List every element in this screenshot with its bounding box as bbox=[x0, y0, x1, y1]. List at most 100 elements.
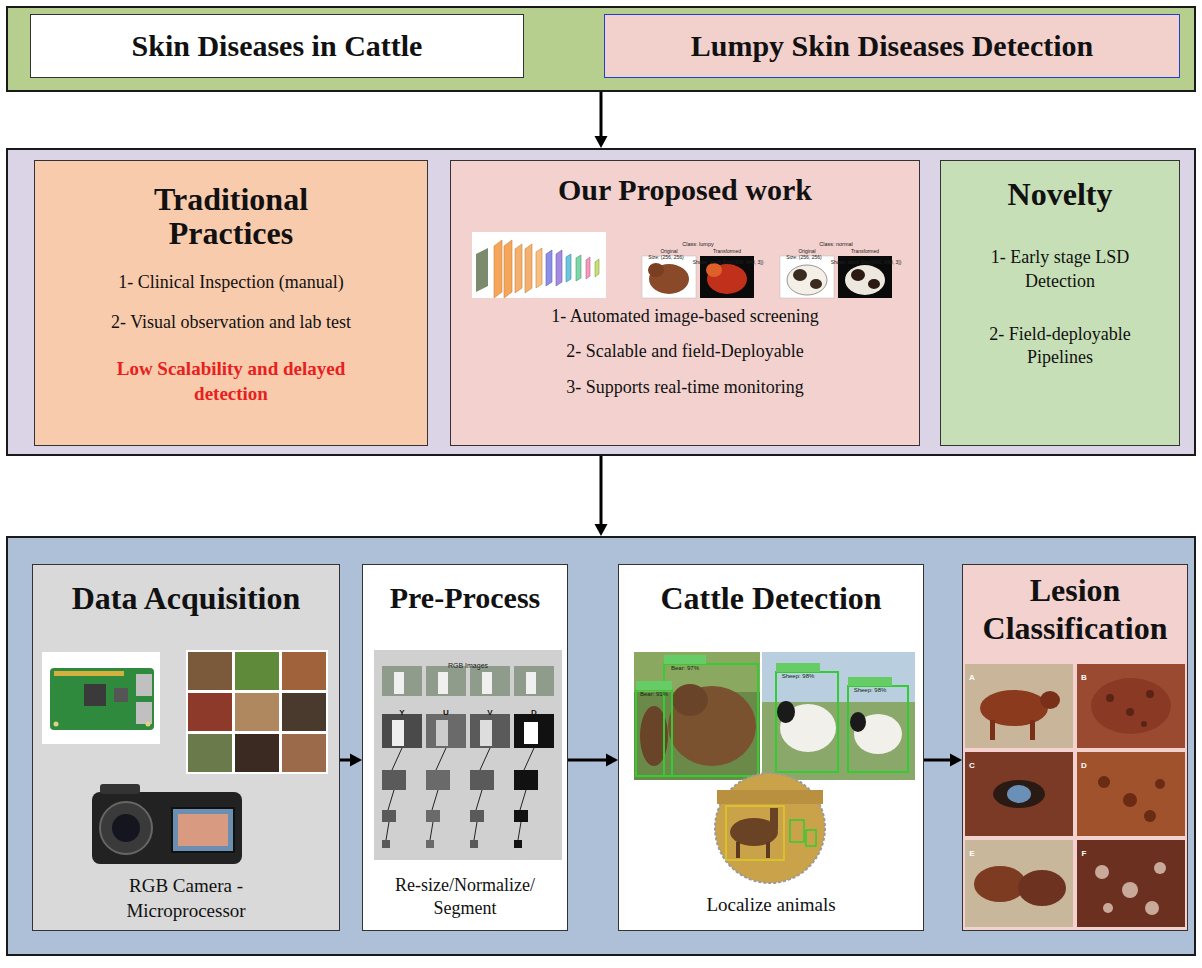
label-anchor: Bear: 97% bbox=[671, 656, 699, 674]
horse-detection-image bbox=[715, 773, 825, 883]
preprocess-figure bbox=[524, 748, 534, 770]
body-text: 2- Visual observation and lab test bbox=[111, 312, 351, 334]
normal-sample-images bbox=[868, 279, 880, 289]
preprocess-figure bbox=[426, 840, 434, 848]
raspberry-pi-picture bbox=[54, 671, 124, 676]
lesion-photo-grid bbox=[1095, 865, 1109, 879]
preprocess-figure bbox=[470, 810, 484, 822]
flow-arrow bbox=[595, 456, 608, 536]
cnn-figure bbox=[556, 250, 562, 286]
preprocess-figure bbox=[382, 714, 422, 748]
label-anchor: F bbox=[1082, 842, 1087, 860]
body-text: 1- Clinical Inspection (manual) bbox=[118, 272, 343, 294]
dataset-collage bbox=[188, 652, 232, 690]
cnn-figure bbox=[586, 257, 590, 279]
lesion-photo-grid bbox=[1154, 862, 1166, 874]
dataset-collage bbox=[282, 652, 326, 690]
image-label: Y bbox=[399, 708, 404, 717]
normal-sample-images bbox=[780, 256, 834, 298]
preprocess-figure bbox=[426, 666, 466, 696]
label-anchor: Class: normal bbox=[819, 232, 853, 250]
cnn-figure bbox=[595, 259, 599, 277]
cnn-figure bbox=[472, 232, 606, 298]
heading-text: Skin Diseases in Cattle bbox=[132, 28, 423, 64]
overview-band: Traditional Practices 1- Clinical Inspect… bbox=[6, 148, 1196, 456]
body-text: RGB Camera - Microprocessor bbox=[106, 874, 266, 923]
raspberry-pi-picture bbox=[136, 674, 152, 696]
cnn-figure bbox=[536, 248, 542, 288]
heading-text: Data Acquisition bbox=[72, 581, 300, 616]
body-text: Localize animals bbox=[706, 894, 835, 917]
sheep-detection-image bbox=[848, 686, 908, 772]
preprocess-figure bbox=[382, 666, 422, 696]
dataset-collage bbox=[235, 734, 279, 772]
image-label: B bbox=[1081, 673, 1087, 682]
label-anchor: B bbox=[1081, 666, 1087, 684]
cnn-figure bbox=[566, 254, 571, 282]
cnn-figure bbox=[515, 244, 522, 293]
preprocess-figure bbox=[382, 770, 406, 790]
heading-text: Traditional Practices bbox=[101, 183, 361, 250]
lesion-photo-grid bbox=[1146, 690, 1154, 698]
preprocess-figure bbox=[438, 672, 448, 694]
cnn-figure bbox=[546, 250, 552, 286]
lesion-photo-grid bbox=[1030, 720, 1035, 740]
image-label: Shape: torch.Size([640, 640, 3]) bbox=[831, 259, 902, 265]
image-label: Shape: torch.Size([640, 640, 3]) bbox=[693, 259, 764, 265]
bear-detection-image bbox=[664, 664, 758, 776]
preprocess-figure bbox=[436, 748, 446, 770]
cnn-figure bbox=[576, 255, 581, 281]
lesion-photo-grid bbox=[1007, 785, 1031, 803]
preprocess-figure bbox=[514, 810, 528, 822]
body-text: 3- Supports real-time monitoring bbox=[566, 377, 803, 399]
label-anchor: U bbox=[443, 701, 449, 719]
raspberry-pi-picture bbox=[42, 652, 160, 744]
horse-detection-image bbox=[806, 830, 816, 846]
horse-detection-image bbox=[770, 808, 778, 830]
lesion-photo-grid bbox=[974, 866, 1026, 902]
normal-sample-images bbox=[793, 269, 807, 281]
heading-text: Novelty bbox=[1008, 177, 1113, 212]
arrow-head bbox=[606, 754, 618, 767]
label-anchor: RGB Images bbox=[448, 654, 488, 672]
flow-arrow bbox=[340, 754, 362, 767]
lesion-photo-grid bbox=[1144, 810, 1156, 822]
label-anchor: Shape: torch.Size([640, 640, 3]) bbox=[693, 250, 764, 268]
preprocess-figure bbox=[386, 822, 389, 840]
sheep-detection-image bbox=[777, 701, 795, 723]
preprocess-figure bbox=[426, 714, 466, 748]
heading-text: Pre-Process bbox=[390, 581, 540, 616]
arrow-line bbox=[924, 759, 952, 762]
horse-detection-image bbox=[766, 842, 770, 858]
horse-detection-image bbox=[717, 790, 823, 804]
preprocess-figure bbox=[470, 666, 510, 696]
preprocess-figure bbox=[470, 714, 510, 748]
label-anchor: Class: lumpy bbox=[682, 232, 713, 250]
sheep-detection-image bbox=[776, 672, 838, 772]
preprocess-figure bbox=[432, 790, 438, 810]
horse-detection-image bbox=[736, 842, 740, 858]
lesion-photo-grid bbox=[965, 664, 1073, 748]
normal-sample-images bbox=[851, 269, 865, 281]
dataset-collage bbox=[282, 734, 326, 772]
camera-picture bbox=[92, 784, 242, 864]
lesion-photo-grid bbox=[1141, 721, 1147, 727]
preprocess-figure bbox=[426, 770, 450, 790]
preprocess-figure bbox=[476, 790, 482, 810]
topic-box: Lumpy Skin Diseases Detection bbox=[604, 14, 1180, 78]
label-anchor: Sheep: 98% bbox=[782, 664, 815, 682]
dataset-collage bbox=[186, 650, 328, 774]
lesion-photo-grid bbox=[1122, 882, 1138, 898]
label-anchor: Bear: 91% bbox=[640, 682, 668, 700]
body-text: 1- Early stage LSD Detection bbox=[965, 246, 1155, 293]
body-text: 2- Scalable and field-Deployable bbox=[566, 341, 803, 363]
lesion-photo-grid bbox=[990, 720, 995, 740]
bear-detection-image bbox=[664, 655, 706, 664]
cnn-figure bbox=[504, 240, 512, 298]
heading-text: Lesion Classification bbox=[970, 571, 1180, 648]
label-anchor: Transformed bbox=[851, 239, 879, 257]
arrow-head bbox=[950, 754, 962, 767]
preprocess-figure bbox=[482, 672, 492, 694]
cnn-figure bbox=[525, 244, 532, 293]
lesion-photo-grid bbox=[965, 664, 1185, 927]
